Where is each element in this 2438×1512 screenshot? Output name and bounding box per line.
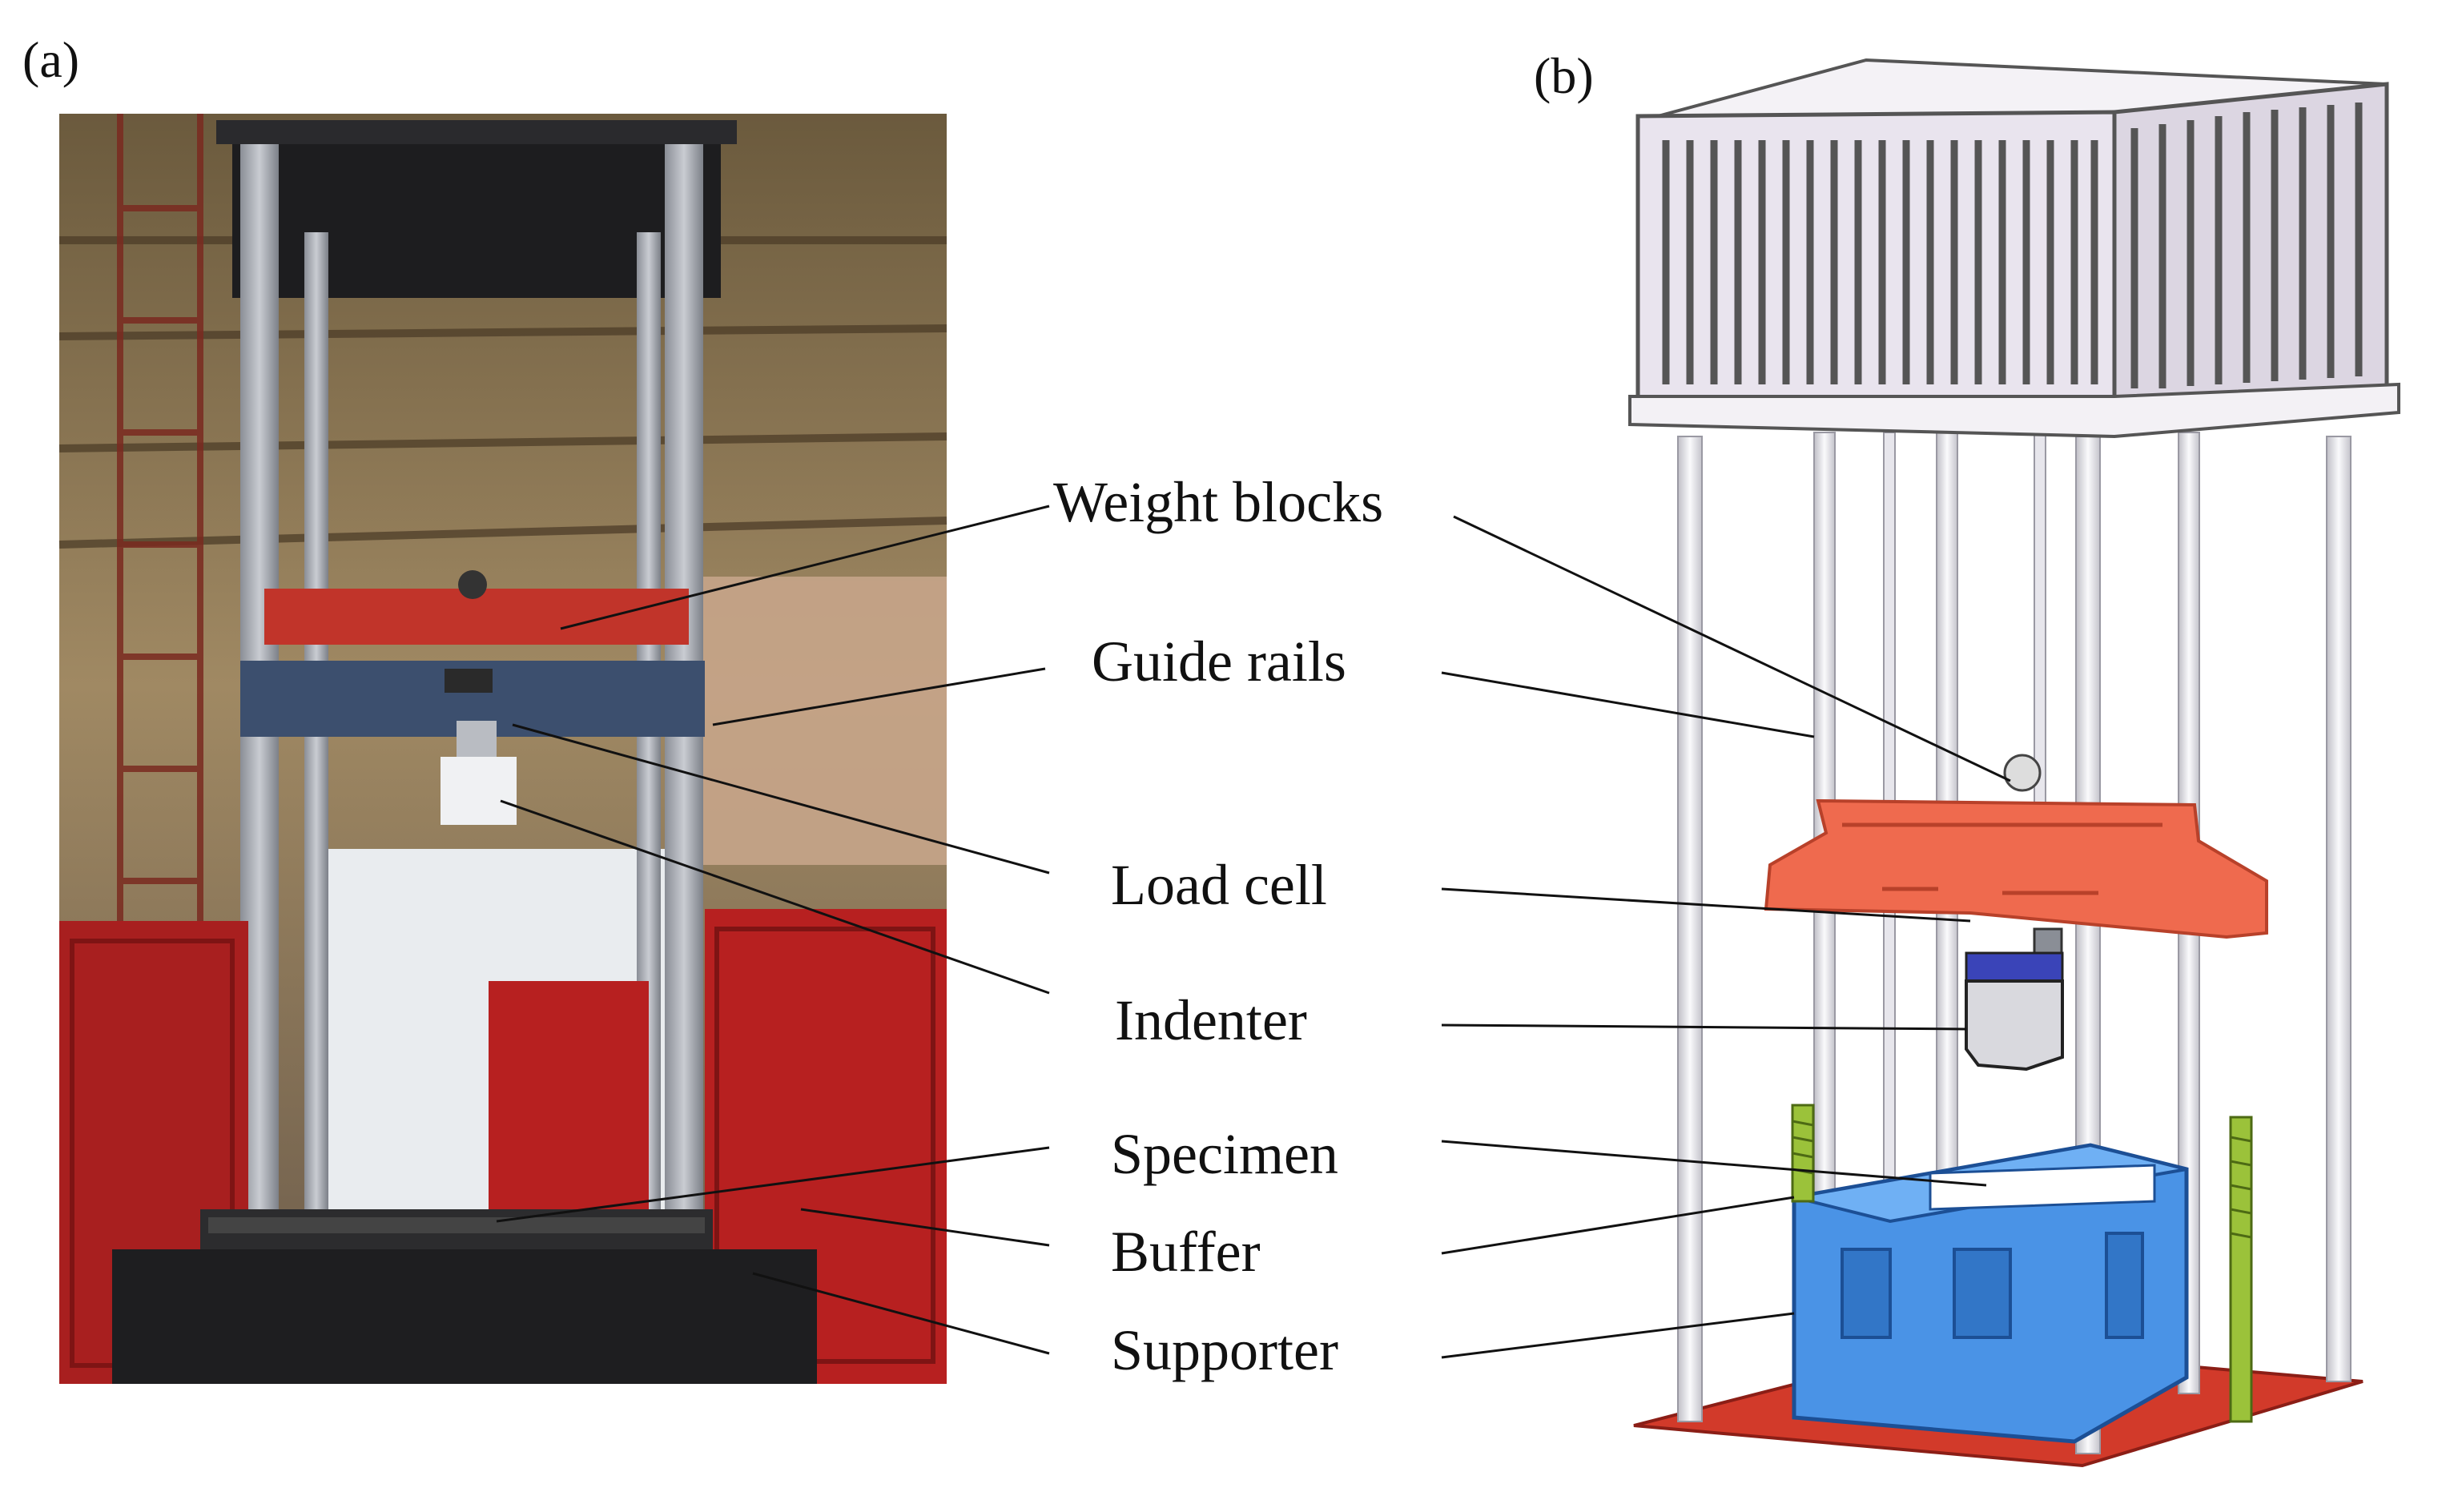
leader-specimen-b [1441, 1140, 1987, 1187]
load-cell-shape [1965, 951, 2064, 985]
panel-a-label: (a) [22, 31, 80, 88]
label-indenter: Indenter [1115, 988, 1307, 1052]
leader-supporter-a [752, 1272, 1050, 1355]
buffer-spring-right [2229, 1116, 2253, 1423]
label-supporter: Supporter [1111, 1318, 1338, 1382]
label-load-cell: Load cell [1111, 853, 1327, 917]
leader-indenter-b [1441, 1023, 1967, 1031]
leader-load-cell-a [512, 723, 1050, 875]
specimen-shape [1929, 1164, 2156, 1211]
leader-lines [496, 505, 2011, 1359]
leader-weight-blocks-b [1453, 515, 2011, 782]
label-weight-blocks: Weight blocks [1053, 470, 1384, 534]
leader-specimen-a [496, 1146, 1050, 1223]
weight-blocks-shape [1764, 798, 2268, 939]
panel-b-label: (b) [1534, 47, 1594, 104]
leader-supporter-b [1441, 1312, 1795, 1359]
label-buffer: Buffer [1111, 1220, 1261, 1284]
label-specimen: Specimen [1111, 1122, 1338, 1186]
label-guide-rails: Guide rails [1092, 629, 1346, 694]
indenter-shape [1965, 979, 2064, 1072]
leader-load-cell-b [1441, 887, 1971, 923]
cad-panel-b [1628, 58, 2400, 1468]
leader-guide-rails-b [1441, 671, 1815, 738]
leader-weight-blocks-a [560, 505, 1050, 630]
leader-guide-rails-a [712, 667, 1046, 726]
photo-panel-a [58, 114, 947, 1384]
leader-buffer-a [800, 1208, 1050, 1247]
leader-buffer-b [1441, 1196, 1795, 1255]
leader-indenter-a [500, 799, 1050, 995]
